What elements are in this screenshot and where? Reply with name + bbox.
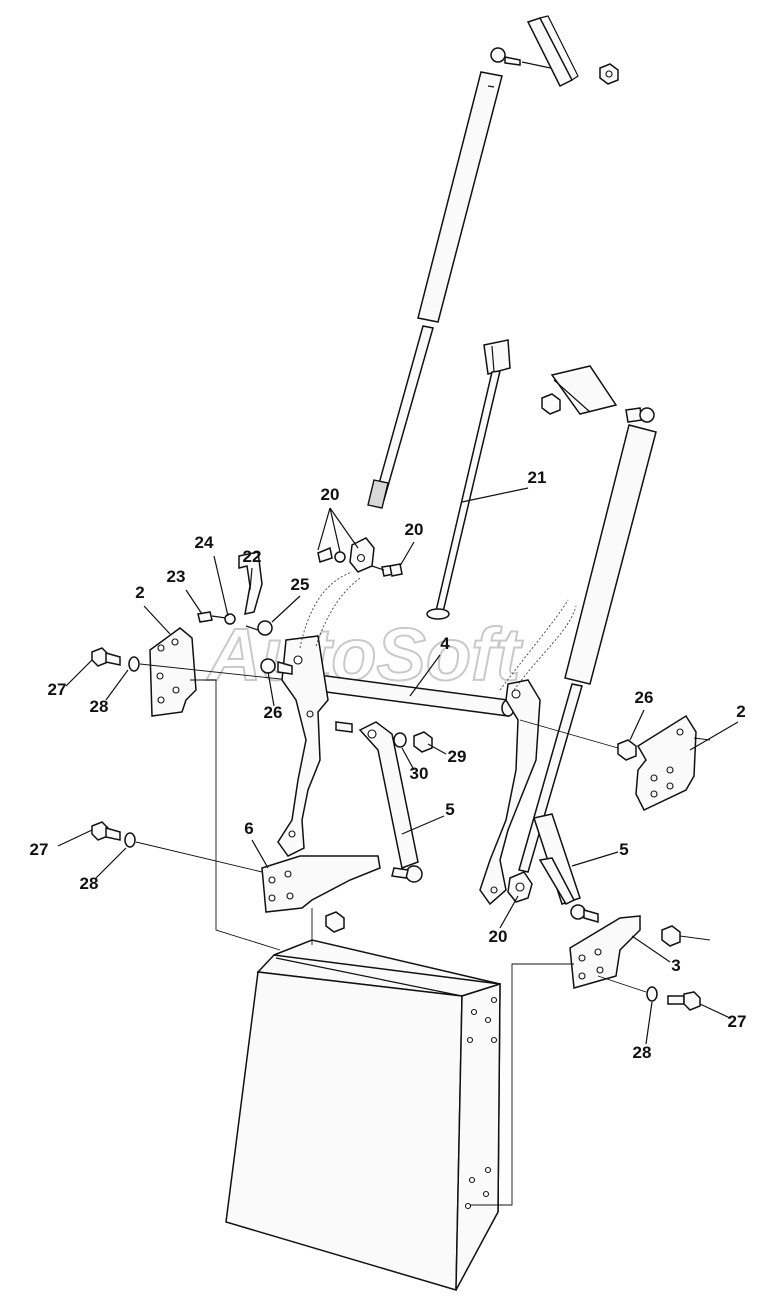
callout-4: 4 [440,634,450,653]
spacer-26-right [519,719,637,761]
callout-5-right: 5 [619,840,628,859]
callout-23: 23 [167,567,186,586]
callout-30: 30 [410,764,429,783]
support-rod-21 [426,339,511,620]
link-strut-5-right [533,813,599,923]
gas-strut-right [507,365,657,903]
assembly-lines [190,679,574,1206]
base-box [225,939,501,1291]
callout-28-left-a: 28 [90,697,109,716]
callout-25: 25 [291,575,310,594]
callout-22: 22 [243,547,262,566]
hinge-frame-4 [277,635,541,906]
link-strut-5-left [335,721,433,883]
callout-21: 21 [528,468,547,487]
bolt-washer-27-28-left-a [91,647,291,681]
bolt-washer-27-28-right [597,975,701,1011]
hinge-plate-2-right [635,714,711,811]
callout-27-left-b: 27 [30,840,49,859]
callout-24: 24 [195,533,214,552]
callout-2-right: 2 [736,702,745,721]
clip-parts-20 [317,546,403,577]
callout-28-left-b: 28 [80,874,99,893]
callout-20-top: 20 [321,485,340,504]
callout-5-left: 5 [445,800,454,819]
callout-6: 6 [244,819,253,838]
gas-strut-upper [349,15,619,573]
callout-26-left: 26 [264,703,283,722]
assembly-traces [299,571,577,691]
callout-28-right: 28 [633,1043,652,1062]
callout-27-left-a: 27 [48,680,67,699]
bracket-6 [261,855,381,933]
hinge-plate-2-left [149,627,197,717]
callout-20-right: 20 [405,520,424,539]
bracket-3 [569,915,711,989]
bolt-washer-27-28-left-b [91,821,263,873]
callout-3: 3 [671,956,680,975]
callout-29: 29 [448,747,467,766]
callout-27-right: 27 [728,1012,747,1031]
callout-2-left: 2 [135,583,144,602]
callout-20-bottom: 20 [489,927,508,946]
leader-lines [57,487,739,1045]
callout-26-right: 26 [635,688,654,707]
